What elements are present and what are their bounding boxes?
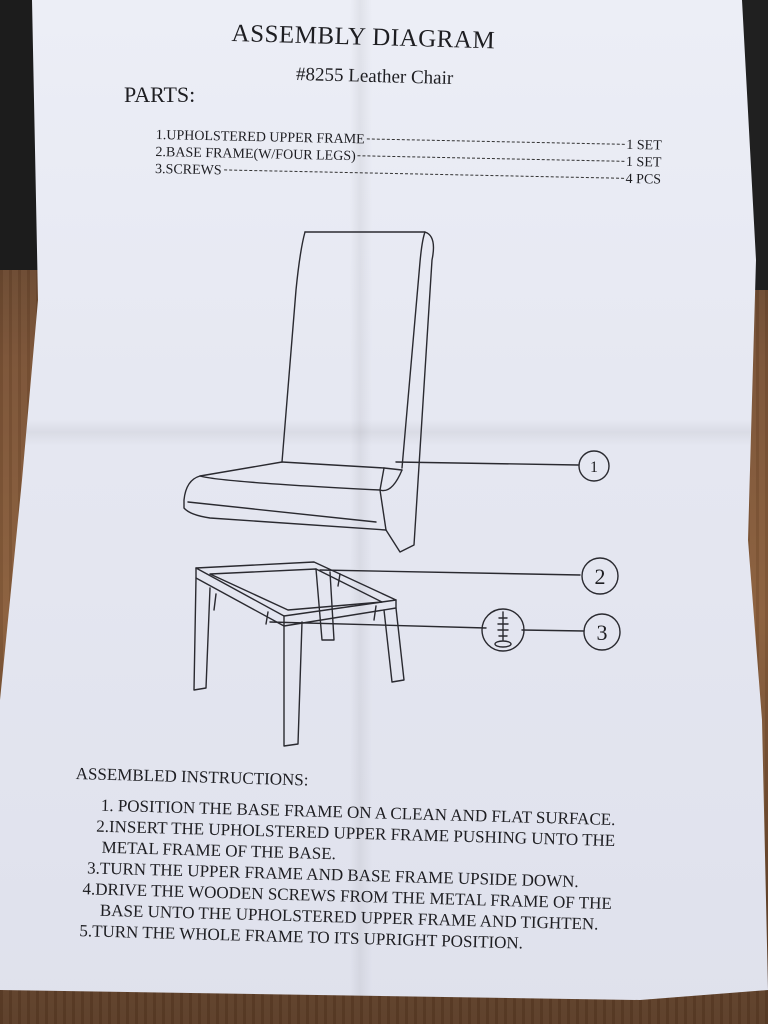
callout-label-1: 1 <box>590 459 598 476</box>
callout-circle-1 <box>578 450 610 482</box>
callout-label-3: 3 <box>597 620 608 645</box>
callout-label-2: 2 <box>595 564 606 589</box>
leader-line-3b <box>521 629 585 632</box>
leader-line-3 <box>269 621 487 629</box>
base-frame-illustration <box>193 561 405 747</box>
assembly-instructions: ASSEMBLED INSTRUCTIONS: 1. POSITION THE … <box>71 764 716 959</box>
leader-line-1 <box>395 461 579 466</box>
callout-circle-2 <box>581 557 619 595</box>
parts-heading: PARTS: <box>124 82 196 107</box>
screw-detail-illustration <box>481 608 525 652</box>
upper-frame-illustration <box>183 231 435 553</box>
leader-line-2 <box>319 569 581 576</box>
callout-circle-3 <box>583 613 621 651</box>
